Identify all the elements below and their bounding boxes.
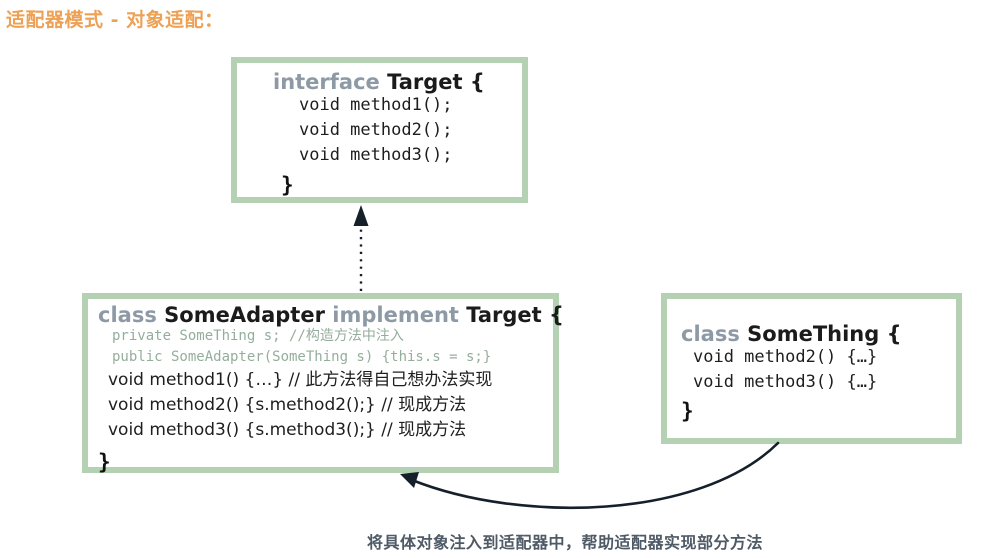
adapter-constructor-line: public SomeAdapter(SomeThing s) {this.s … (112, 349, 492, 366)
adapter-field-line: private SomeThing s; //构造方法中注入 (112, 328, 404, 345)
interface-keyword: interface (273, 70, 388, 94)
adapter-method-1: void method1() {…} // 此方法得自己想办法实现 (108, 370, 493, 391)
implements-dotted-arrow-icon (353, 205, 369, 291)
someadapter-name: SomeAdapter (164, 303, 333, 327)
class-keyword: class (98, 303, 165, 327)
class-someadapter-box: class SomeAdapter implement Target { pri… (82, 293, 564, 474)
page-title: 适配器模式 - 对象适配： (6, 9, 224, 31)
something-class-keyword: class (681, 322, 748, 346)
target-method-3: void method3(); (299, 145, 453, 166)
implement-keyword: implement (332, 303, 467, 327)
target-method-1: void method1(); (299, 95, 453, 116)
target-closing-brace: } (281, 172, 294, 197)
class-something-box: class SomeThing { void method2() {…} voi… (661, 293, 962, 444)
adapter-method-2: void method2() {s.method2();} // 现成方法 (108, 395, 467, 416)
something-method-2: void method2() {…} (693, 347, 878, 368)
interface-target-header: interface Target { (273, 71, 512, 93)
implements-arrowhead (353, 205, 369, 226)
class-someadapter-header: class SomeAdapter implement Target { (98, 303, 564, 327)
diagram-caption: 将具体对象注入到适配器中，帮助适配器实现部分方法 (367, 533, 764, 552)
interface-target-content: interface Target { void method1(); void … (237, 63, 522, 204)
adapter-closing-brace: } (98, 449, 111, 474)
target-method-2: void method2(); (299, 120, 453, 141)
class-something-content: class SomeThing { void method2() {…} voi… (667, 299, 956, 431)
interface-target-name: Target { (387, 70, 485, 94)
adapter-method-3: void method3() {s.method3();} // 现成方法 (108, 420, 467, 441)
adapter-target-name: Target { (466, 303, 564, 327)
class-someadapter-content: class SomeAdapter implement Target { pri… (88, 299, 564, 479)
interface-target-box: interface Target { void method1(); void … (231, 57, 528, 203)
class-something-header: class SomeThing { (681, 323, 946, 345)
something-closing-brace: } (681, 399, 694, 424)
something-method-3: void method3() {…} (693, 372, 878, 393)
something-name: SomeThing { (747, 322, 902, 346)
